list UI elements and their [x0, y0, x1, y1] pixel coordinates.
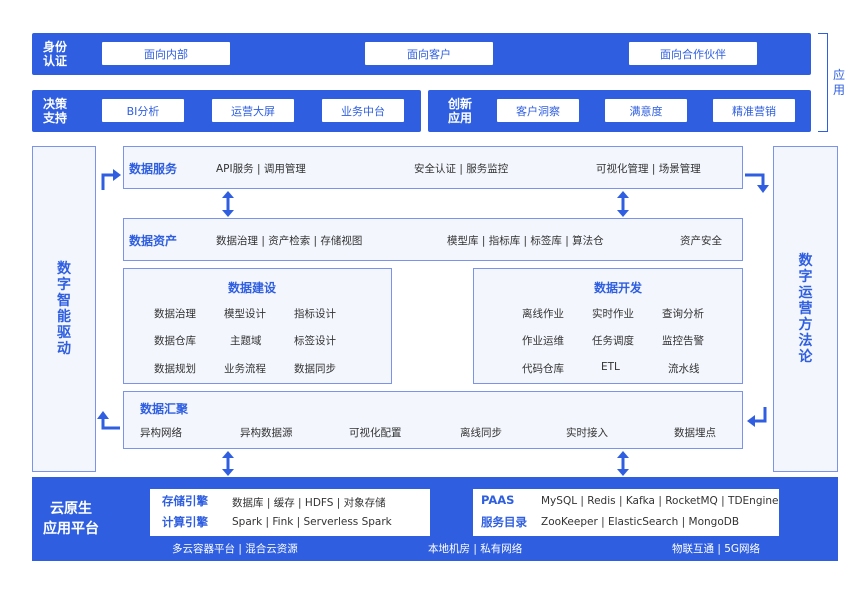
digital-operation-label: 数字运营方法论	[798, 253, 813, 365]
catalog-text: ZooKeeper | ElasticSearch | MongoDB	[541, 516, 740, 528]
corner-arrow-icon	[101, 173, 114, 190]
corner-arrow-icon	[754, 407, 767, 423]
data-dev-cell: 查询分析	[662, 308, 704, 320]
decision-bar: 决策 支持 BI分析 运营大屏 业务中台	[32, 90, 421, 132]
data-build-cell: 数据仓库	[154, 335, 196, 347]
decision-midplatform[interactable]: 业务中台	[322, 99, 404, 122]
compute-engine-label: 计算引擎	[162, 515, 208, 529]
data-build-cell: 主题域	[230, 335, 262, 347]
compute-engine-text: Spark | Fink | Serverless Spark	[232, 516, 392, 528]
data-dev-cell: 代码仓库	[522, 363, 564, 375]
identity-bar: 身份 认证 面向内部 面向客户 面向合作伙伴	[32, 33, 811, 75]
innovation-bar: 创新 应用 客户洞察 满意度 精准营销	[428, 90, 811, 132]
digital-operation-column: 数字运营方法论	[773, 146, 838, 472]
data-dev-cell: ETL	[601, 361, 620, 373]
double-arrow-icon	[222, 191, 234, 217]
paas-label: PAAS	[481, 493, 515, 507]
cloud-footer-item: 本地机房 | 私有网络	[428, 543, 523, 555]
data-dev-title: 数据开发	[594, 281, 643, 295]
cloud-title: 云原生 应用平台	[43, 501, 99, 537]
data-build-cell: 数据同步	[294, 363, 336, 375]
data-asset-title: 数据资产	[129, 234, 178, 248]
identity-partner[interactable]: 面向合作伙伴	[629, 42, 757, 65]
corner-arrow-icon	[745, 173, 765, 186]
data-dev-cell: 流水线	[668, 363, 700, 375]
double-arrow-icon	[222, 451, 234, 476]
engine-box: 存储引擎 数据库 | 缓存 | HDFS | 对象存储 计算引擎 Spark |…	[150, 489, 430, 536]
decision-label: 决策 支持	[43, 97, 68, 125]
data-dev-cell: 实时作业	[592, 308, 634, 320]
data-gather-panel: 数据汇聚 异构网络 异构数据源 可视化配置 离线同步 实时接入 数据埋点	[123, 391, 743, 449]
data-service-panel: 数据服务 API服务 | 调用管理 安全认证 | 服务监控 可视化管理 | 场景…	[123, 146, 743, 189]
data-dev-cell: 监控告警	[662, 335, 704, 347]
data-asset-item: 模型库 | 指标库 | 标签库 | 算法仓	[447, 235, 604, 247]
innovation-marketing[interactable]: 精准营销	[713, 99, 795, 122]
data-gather-item: 可视化配置	[349, 427, 402, 439]
corner-arrow-icon	[101, 418, 120, 430]
data-gather-item: 数据埋点	[674, 427, 716, 439]
data-gather-title: 数据汇聚	[140, 402, 189, 416]
catalog-label: 服务目录	[481, 515, 527, 529]
paas-text: MySQL | Redis | Kafka | RocketMQ | TDEng…	[541, 495, 779, 507]
identity-label: 身份 认证	[43, 40, 68, 68]
data-build-cell: 模型设计	[224, 308, 266, 320]
storage-engine-label: 存储引擎	[162, 494, 208, 508]
data-build-cell: 数据规划	[154, 363, 196, 375]
data-dev-panel: 数据开发 离线作业 实时作业 查询分析 作业运维 任务调度 监控告警 代码仓库 …	[473, 268, 743, 384]
data-service-item: 可视化管理 | 场景管理	[596, 163, 701, 175]
cloud-footer-item: 物联互通 | 5G网络	[672, 543, 761, 555]
data-build-cell: 业务流程	[224, 363, 266, 375]
storage-engine-text: 数据库 | 缓存 | HDFS | 对象存储	[232, 497, 386, 509]
cloud-footer-item: 多云容器平台 | 混合云资源	[172, 543, 298, 555]
paas-box: PAAS MySQL | Redis | Kafka | RocketMQ | …	[473, 489, 779, 536]
data-dev-cell: 离线作业	[522, 308, 564, 320]
data-service-item: API服务 | 调用管理	[216, 163, 306, 175]
application-label: 应 用	[833, 68, 846, 97]
decision-bi[interactable]: BI分析	[102, 99, 184, 122]
data-service-item: 安全认证 | 服务监控	[414, 163, 509, 175]
data-build-cell: 指标设计	[294, 308, 336, 320]
innovation-insight[interactable]: 客户洞察	[497, 99, 579, 122]
digital-intelligence-label: 数字智能驱动	[57, 261, 71, 357]
application-bracket	[818, 33, 828, 132]
data-asset-item: 数据治理 | 资产检索 | 存储视图	[216, 235, 363, 247]
double-arrow-icon	[617, 191, 629, 217]
data-dev-cell: 任务调度	[592, 335, 634, 347]
data-dev-cell: 作业运维	[522, 335, 564, 347]
innovation-label: 创新 应用	[448, 97, 473, 125]
innovation-satisfaction[interactable]: 满意度	[605, 99, 687, 122]
data-service-title: 数据服务	[129, 162, 178, 176]
cloud-platform: 云原生 应用平台 存储引擎 数据库 | 缓存 | HDFS | 对象存储 计算引…	[32, 477, 838, 561]
data-gather-item: 异构数据源	[240, 427, 293, 439]
data-gather-item: 异构网络	[140, 427, 182, 439]
data-asset-item: 资产安全	[680, 235, 722, 247]
data-build-panel: 数据建设 数据治理 模型设计 指标设计 数据仓库 主题域 标签设计 数据规划 业…	[123, 268, 392, 384]
data-asset-panel: 数据资产 数据治理 | 资产检索 | 存储视图 模型库 | 指标库 | 标签库 …	[123, 218, 743, 261]
double-arrow-icon	[617, 451, 629, 476]
digital-intelligence-column: 数字智能驱动	[32, 146, 96, 472]
data-gather-item: 实时接入	[566, 427, 608, 439]
data-build-title: 数据建设	[228, 281, 277, 295]
identity-customer[interactable]: 面向客户	[365, 42, 493, 65]
decision-dashboard[interactable]: 运营大屏	[212, 99, 294, 122]
data-build-cell: 标签设计	[294, 335, 336, 347]
identity-internal[interactable]: 面向内部	[102, 42, 230, 65]
data-build-cell: 数据治理	[154, 308, 196, 320]
data-gather-item: 离线同步	[460, 427, 502, 439]
